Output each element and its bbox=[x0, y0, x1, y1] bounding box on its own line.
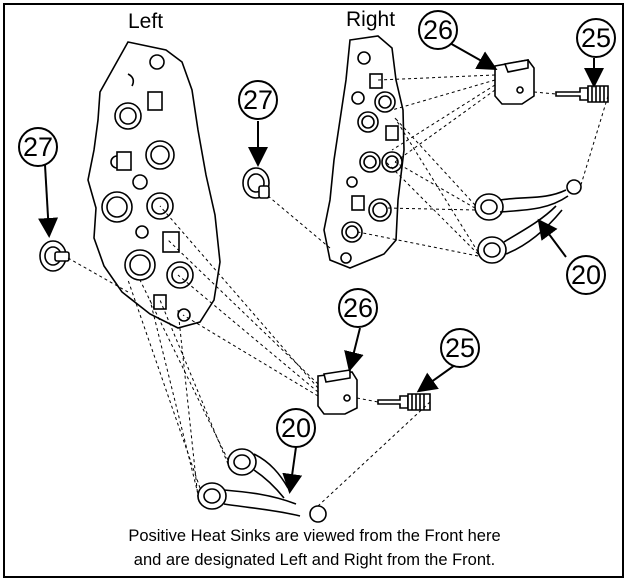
left-sink-label: Left bbox=[128, 10, 164, 33]
caption-line-2: and are designated Left and Right from t… bbox=[133, 551, 496, 569]
callout-26-top: 26 bbox=[418, 10, 458, 50]
diode-part-right-upper bbox=[474, 179, 582, 221]
right-heat-sink bbox=[323, 35, 405, 269]
insulator-part-top bbox=[494, 59, 535, 105]
diode-part-right-lower bbox=[477, 205, 563, 264]
bolt-part-top bbox=[555, 85, 609, 103]
callout-25-top: 25 bbox=[576, 18, 616, 58]
spacer-part-mid bbox=[242, 167, 270, 199]
right-sink-label: Right bbox=[346, 8, 396, 31]
callout-27-mid: 27 bbox=[238, 80, 278, 120]
callout-20-right: 20 bbox=[566, 255, 606, 295]
callout-leader-arrows bbox=[38, 41, 604, 494]
assembly-guide-lines bbox=[67, 74, 609, 507]
callout-27-left: 27 bbox=[18, 127, 58, 167]
figure-border bbox=[3, 3, 624, 578]
callout-20-lower: 20 bbox=[276, 408, 316, 448]
spacer-part-left bbox=[39, 240, 70, 272]
bolt-part-lower bbox=[377, 393, 431, 411]
insulator-part-lower bbox=[317, 369, 358, 415]
left-heat-sink bbox=[87, 41, 221, 329]
caption-line-1: Positive Heat Sinks are viewed from the … bbox=[128, 527, 501, 545]
callout-25-lower: 25 bbox=[440, 328, 480, 368]
callout-26-lower: 26 bbox=[338, 288, 378, 328]
diode-part-lower-main bbox=[197, 482, 327, 523]
